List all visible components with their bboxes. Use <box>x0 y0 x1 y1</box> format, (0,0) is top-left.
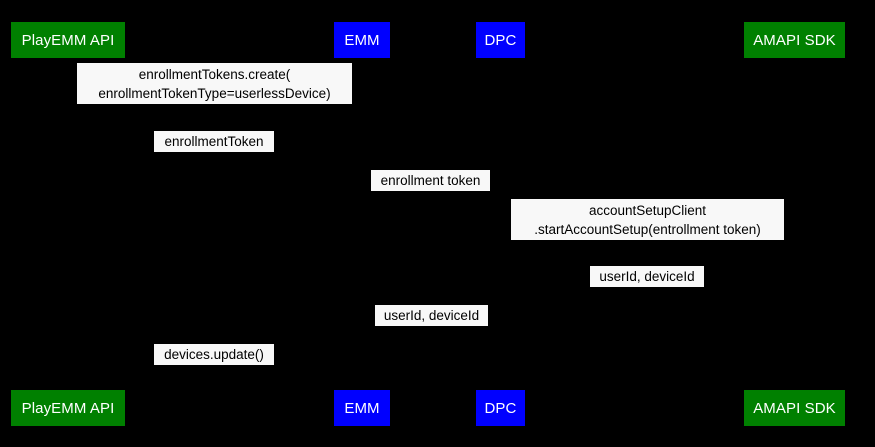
message-text-line: enrollmentTokenType=userlessDevice) <box>98 85 331 101</box>
actor-bottom-amapi-sdk[interactable]: AMAPI SDK <box>744 390 845 426</box>
message-text-line: enrollmentToken <box>164 134 264 149</box>
message-label-2: enrollmentToken <box>154 131 274 152</box>
actor-top-emm[interactable]: EMM <box>334 22 390 58</box>
actor-label: DPC <box>484 31 517 49</box>
message-label-5: userId, deviceId <box>590 266 704 287</box>
message-label-6: userId, deviceId <box>375 305 488 326</box>
message-text-line: enrollment token <box>380 173 481 188</box>
message-text-line: .startAccountSetup(entrollment token) <box>534 221 761 237</box>
message-text-line: userId, deviceId <box>599 269 695 284</box>
actor-top-amapi-sdk[interactable]: AMAPI SDK <box>744 22 845 58</box>
message-label-1: enrollmentTokens.create( enrollmentTokenT… <box>77 63 352 104</box>
actor-bottom-dpc[interactable]: DPC <box>476 390 525 426</box>
message-label-7: devices.update() <box>154 344 274 365</box>
actor-label: EMM <box>344 399 380 417</box>
message-text-line: devices.update() <box>164 347 264 362</box>
actor-label: AMAPI SDK <box>753 31 836 49</box>
message-text-line: enrollmentTokens.create( <box>138 66 291 82</box>
message-label-4: accountSetupClient .startAccountSetup(ent… <box>511 199 784 240</box>
actor-bottom-playemm-api[interactable]: PlayEMM API <box>11 390 125 426</box>
actor-label: EMM <box>344 31 380 49</box>
actor-top-playemm-api[interactable]: PlayEMM API <box>11 22 125 58</box>
actor-bottom-emm[interactable]: EMM <box>334 390 390 426</box>
actor-label: PlayEMM API <box>21 399 115 417</box>
actor-label: PlayEMM API <box>21 31 115 49</box>
message-label-3: enrollment token <box>371 170 490 191</box>
actor-label: DPC <box>484 399 517 417</box>
message-text-line: userId, deviceId <box>383 308 480 323</box>
message-text-line: accountSetupClient <box>588 202 707 218</box>
actor-label: AMAPI SDK <box>753 399 836 417</box>
actor-top-dpc[interactable]: DPC <box>476 22 525 58</box>
